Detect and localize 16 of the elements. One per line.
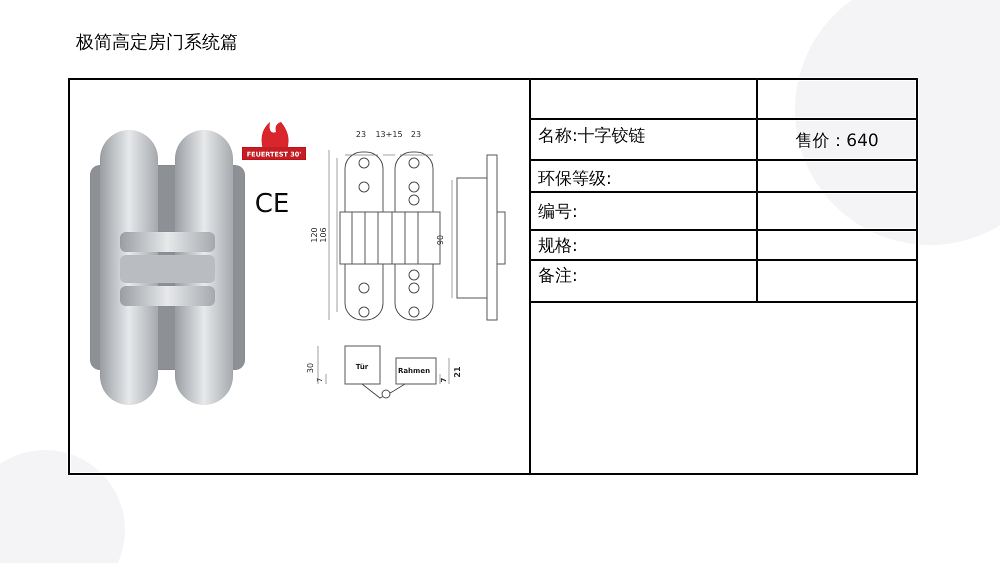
dimension-label: 23 — [410, 130, 422, 139]
dimension-label: 13+15 — [375, 130, 403, 139]
dimension-label: 23 — [356, 130, 366, 139]
table-cell-text: 规格: — [538, 235, 578, 257]
table-cell-text: 环保等级: — [538, 168, 612, 190]
table-cell-text: 备注: — [538, 265, 578, 287]
dimension-label: 21 — [453, 366, 462, 378]
table-cell-text: 名称:十字铰链 — [538, 125, 646, 147]
table-cell-text: 编号: — [538, 201, 578, 223]
table-cell-text: 售价：640 — [794, 130, 880, 152]
dimension-label: 90 — [436, 234, 445, 246]
ce-mark: CE — [254, 189, 290, 219]
dimension-label: 106 — [319, 227, 328, 243]
dimension-label: 120 — [310, 227, 319, 243]
page-title: 极简高定房门系统篇 — [76, 31, 238, 54]
dimension-label: 30 — [306, 362, 315, 374]
